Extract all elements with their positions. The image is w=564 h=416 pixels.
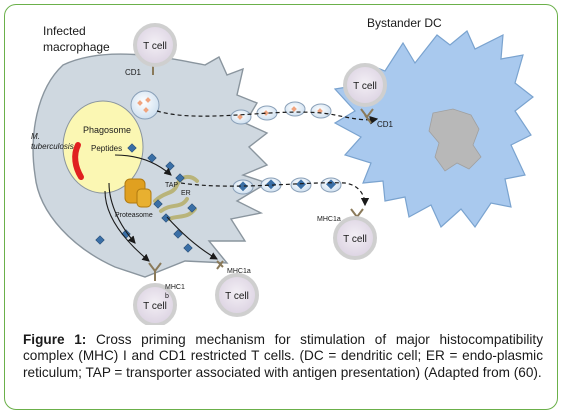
- tcell-bottom-right: T cell: [215, 273, 259, 317]
- tcell-top: T cell: [133, 23, 177, 67]
- peptide-export-arrow: [114, 154, 172, 176]
- mhc1b-receptor: [148, 262, 162, 281]
- label-mhc1a-dc: MHC1a: [317, 216, 341, 223]
- label-proteasome: Proteasome: [115, 212, 153, 219]
- label-mhc1b-1: MHC1: [165, 284, 185, 291]
- svg-text:T cell: T cell: [225, 291, 249, 302]
- caption-lead: Figure 1:: [23, 332, 87, 347]
- svg-text:T cell: T cell: [143, 301, 167, 312]
- cd1-transfer-arrow: [156, 110, 379, 125]
- mhc1a-receptor: [216, 260, 224, 270]
- cd1-vesicle: [130, 90, 160, 120]
- label-cd1: CD1: [125, 68, 142, 77]
- cd1-antigen: [137, 100, 143, 106]
- mycobacterium-bacterium: [72, 142, 84, 180]
- label-macrophage: macrophage: [43, 40, 110, 54]
- tcell-dc-bottom: T cell: [333, 216, 377, 260]
- label-phagosome: Phagosome: [83, 125, 131, 135]
- label-bystander-dc: Bystander DC: [367, 16, 442, 30]
- figure-frame: T cell T cell T cell T cell T cell Infec…: [4, 4, 558, 410]
- label-er: ER: [181, 190, 191, 197]
- label-mhc1a: MHC1a: [227, 268, 251, 275]
- proteasome-arrow: [108, 182, 136, 244]
- phagosome: [62, 100, 144, 194]
- figure-caption: Figure 1: Cross priming mechanism for st…: [23, 332, 543, 381]
- svg-text:T cell: T cell: [143, 41, 167, 52]
- label-tap: TAP: [165, 182, 178, 189]
- mhc1a-arrow: [166, 216, 218, 260]
- svg-text:T cell: T cell: [353, 81, 377, 92]
- label-mhc1b-2: b: [165, 293, 169, 300]
- tcell-bottom-left: T cell: [133, 283, 177, 325]
- label-mtb-2: tuberculosis: [31, 142, 74, 151]
- svg-text:T cell: T cell: [343, 234, 367, 245]
- dc-nucleus: [428, 108, 482, 172]
- cross-priming-diagram: T cell T cell T cell T cell T cell Infec…: [31, 16, 534, 325]
- cd1-antigen: [143, 107, 149, 113]
- cd1-antigen: [145, 97, 151, 103]
- label-cd1-dc: CD1: [377, 120, 394, 129]
- label-infected: Infected: [43, 24, 86, 38]
- mhc1b-arrow: [104, 190, 150, 262]
- antigen-peptides: [95, 143, 197, 253]
- cd1-receptor-dc: [360, 108, 374, 124]
- caption-text: Cross priming mechanism for stimulation …: [23, 332, 543, 380]
- label-mtb-1: M.: [31, 132, 40, 141]
- mhc1-transfer-arrow: [180, 182, 370, 207]
- tcell-dc-top: T cell: [343, 63, 387, 107]
- vesicle-chain-mhc1: [232, 177, 342, 195]
- proteasome-complex-2: [136, 188, 152, 208]
- label-peptides: Peptides: [91, 144, 122, 153]
